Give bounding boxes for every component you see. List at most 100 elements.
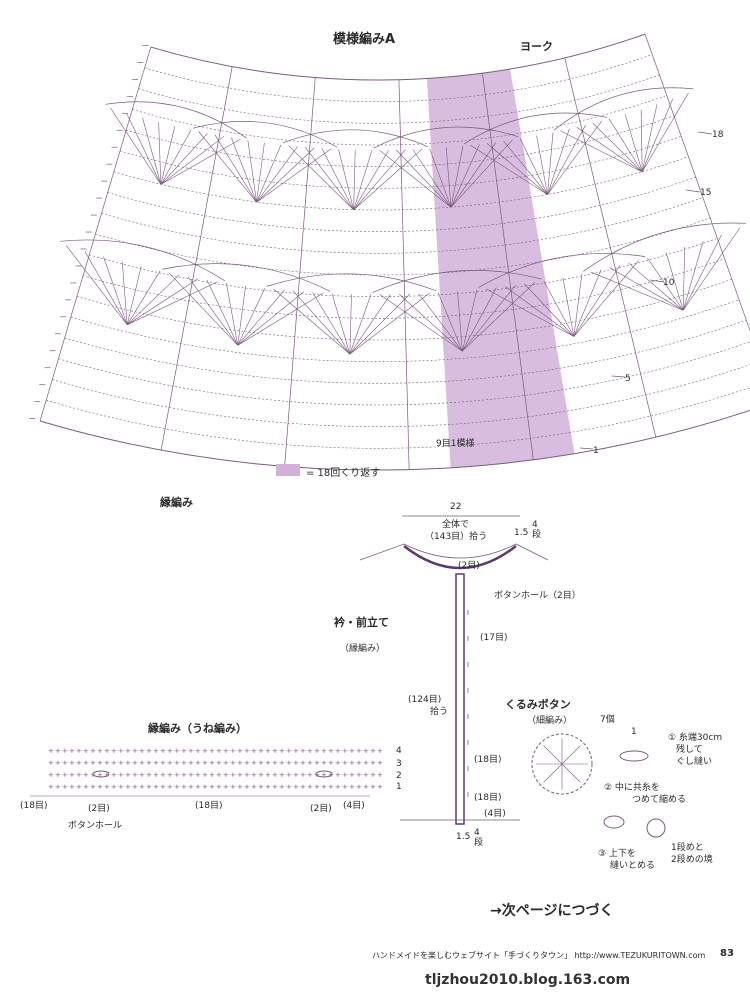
rib-stitch: +	[125, 747, 131, 755]
pineapple-stitch	[304, 146, 354, 211]
pineapple-stitch	[573, 269, 602, 337]
rib-stitch: +	[76, 747, 82, 755]
pineapple-stitch	[429, 148, 452, 208]
rib-stitch: +	[97, 747, 103, 755]
pineapple-arch	[162, 263, 331, 292]
rib-stitch: +	[153, 747, 159, 755]
rib-stitch: +	[153, 759, 159, 767]
rib-stitch: +	[314, 759, 320, 767]
rib-stitch: +	[363, 747, 369, 755]
rib-stitch: +	[363, 771, 369, 779]
rib-stitch: +	[118, 747, 124, 755]
rib-stitch: +	[258, 747, 264, 755]
pineapple-stitch	[256, 144, 282, 203]
rib-stitch: +	[300, 771, 306, 779]
rib-stitch: +	[230, 771, 236, 779]
row-arc	[126, 115, 675, 167]
row-arc	[64, 319, 747, 384]
repeat-label: 9目1模様	[436, 439, 475, 449]
collar-top-height: 1.5	[514, 528, 529, 538]
rib-count-2-left: (2目)	[88, 804, 110, 814]
rib-stitch: +	[307, 759, 313, 767]
pineapple-stitch	[126, 112, 162, 185]
pineapple-stitch	[450, 141, 497, 208]
collar-bottom-height: 1.5	[456, 832, 471, 842]
button-spoke	[543, 745, 563, 765]
pineapple-stitch	[396, 149, 452, 208]
rib-stitch: +	[272, 783, 278, 791]
step2-line2: つめて縮める	[632, 795, 687, 805]
rib-stitch: +	[370, 783, 376, 791]
rib-stitch: +	[272, 771, 278, 779]
pineapple-stitch	[462, 284, 516, 352]
button-spoke	[561, 745, 581, 765]
pineapple-stitch	[682, 227, 741, 311]
pineapple-stitch	[256, 147, 315, 203]
rib-stitch: +	[132, 759, 138, 767]
pineapple-stitch	[640, 109, 643, 172]
rib-stitch: +	[83, 783, 89, 791]
yoke-label: ヨーク	[520, 40, 553, 53]
row-arc	[70, 299, 740, 362]
rib-stitch: +	[62, 759, 68, 767]
rib-stitch: +	[167, 759, 173, 767]
pineapple-stitch	[256, 146, 298, 203]
row-arrow	[611, 375, 626, 378]
rib-row-4: 4	[396, 746, 402, 756]
rib-stitch: +	[321, 783, 327, 791]
pineapple-stitch	[247, 140, 257, 203]
rib-stitch: +	[377, 771, 383, 779]
rib-stitch: +	[342, 783, 348, 791]
rib-stitch: +	[83, 747, 89, 755]
pineapple-stitch	[647, 257, 684, 311]
rib-buttonhole-right	[315, 770, 333, 778]
rib-stitch: +	[55, 771, 61, 779]
rib-stitch: +	[279, 759, 285, 767]
button-title: くるみボタン	[505, 698, 571, 711]
rib-stitch: +	[104, 747, 110, 755]
row-label-18: 18	[712, 130, 724, 140]
pineapple-arch	[266, 273, 437, 292]
rib-stitch: +	[55, 783, 61, 791]
pineapple-stitch	[312, 292, 351, 355]
repeat-divider	[398, 79, 410, 470]
row-arc	[39, 409, 750, 471]
rib-stitch: +	[300, 783, 306, 791]
row-arc	[83, 258, 725, 319]
row-arc	[89, 238, 718, 297]
pineapple-stitch	[353, 149, 356, 210]
pineapple-stitch	[543, 280, 575, 337]
pineapple-stitch	[592, 123, 643, 173]
repeat-divider	[284, 77, 316, 467]
rib-stitch: +	[349, 747, 355, 755]
rib-stitch: +	[48, 747, 54, 755]
rib-stitch: +	[286, 759, 292, 767]
button-subtitle: （細編み）	[527, 716, 573, 726]
pineapple-stitch	[237, 288, 266, 346]
rib-stitch: +	[279, 747, 285, 755]
rib-stitch: +	[244, 771, 250, 779]
watermark: tljzhou2010.blog.163.com	[425, 972, 631, 988]
rib-stitch: +	[167, 747, 173, 755]
rib-stitch: +	[69, 759, 75, 767]
row-arrow	[649, 279, 665, 283]
rib-stitch: +	[328, 747, 334, 755]
row-label-5: 5	[625, 374, 631, 384]
rib-stitch: +	[181, 771, 187, 779]
rib-stitch: +	[335, 771, 341, 779]
rib-stitch: +	[216, 783, 222, 791]
rib-stitch: +	[195, 771, 201, 779]
pineapple-stitch	[127, 281, 218, 326]
collar-width-label: 22	[450, 502, 462, 512]
count-124: (124目)	[408, 695, 442, 705]
rib-stitch: +	[55, 759, 61, 767]
rib-stitch: +	[370, 747, 376, 755]
rib-stitch: +	[76, 771, 82, 779]
rib-stitch: +	[69, 747, 75, 755]
pineapple-stitch	[206, 279, 239, 346]
rib-stitch: +	[251, 747, 257, 755]
pineapple-arch	[105, 101, 247, 139]
rib-stitch: +	[174, 771, 180, 779]
rib-stitch: +	[104, 759, 110, 767]
rib-row-3: 3	[396, 759, 402, 769]
